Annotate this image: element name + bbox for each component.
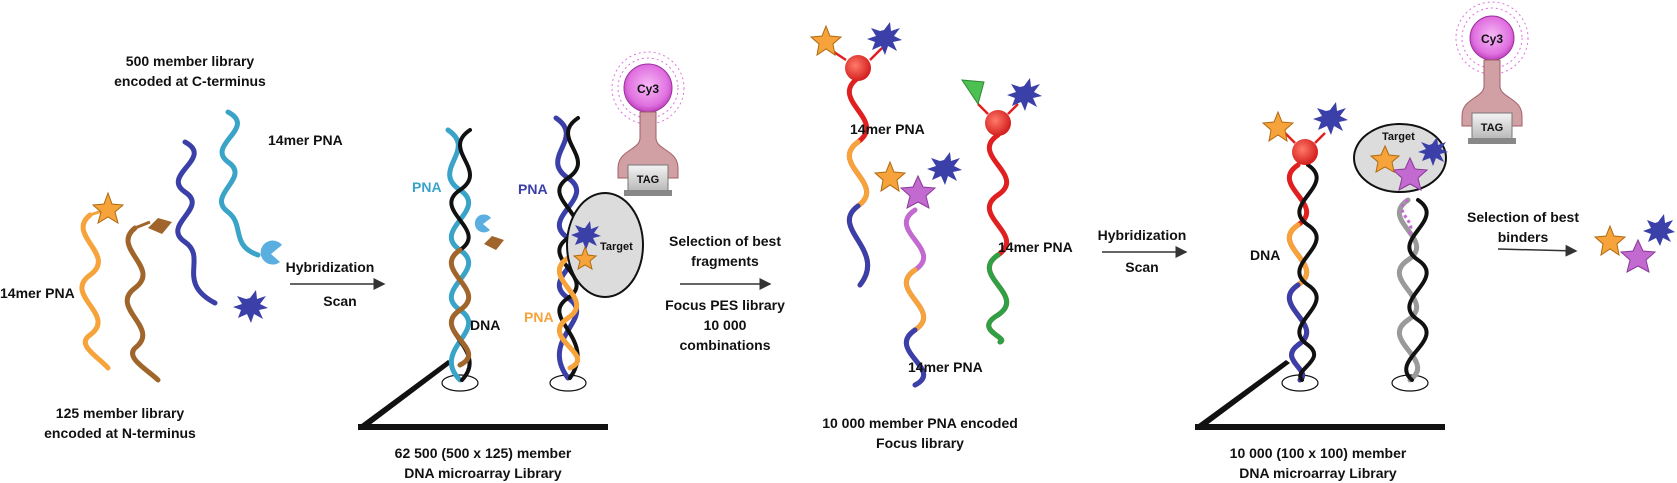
pna-label-cyan: PNA: [412, 179, 442, 195]
result-orange-star-icon: [1593, 224, 1627, 257]
dna-strand-left-1: [445, 127, 471, 383]
c-library-line2: encoded at C-terminus: [114, 73, 266, 89]
result-blue-starburst-icon: [1643, 214, 1675, 246]
result-line2: binders: [1498, 229, 1549, 245]
tag-label-panel4: TAG: [1481, 122, 1503, 134]
brown-diamond-fragment-icon: [148, 218, 172, 234]
cy3-label-panel4: Cy3: [1481, 32, 1503, 46]
p4-bound-blue-starburst-icon: [1418, 137, 1448, 166]
pna-label-blue: PNA: [518, 181, 548, 197]
pacman-fragment-icon: [260, 240, 282, 265]
p4-dna-strand-right-1: [1397, 197, 1420, 383]
orange-star-fragment-icon: [91, 191, 125, 225]
n-library-line1: 125 member library: [56, 405, 185, 421]
brown-diamond-small-icon: [484, 236, 504, 250]
p4-target-protein: [1353, 123, 1447, 193]
arrow2-line3: Focus PES library: [665, 297, 785, 313]
orange-pna-strand: [79, 212, 111, 371]
dna-brown-segment: [449, 247, 471, 368]
p4-bound-orange-star-icon: [1369, 144, 1401, 173]
panel2-caption-line1: 62 500 (500 x 125) member: [395, 445, 572, 461]
microarray-slide-base-left: [358, 424, 608, 430]
microarray-slide-base-right: [1195, 424, 1445, 430]
magenta-star-icon-1: [899, 174, 937, 209]
microarray-slide-left: [360, 360, 452, 428]
arrow3-line1: Hybridization: [1098, 227, 1187, 243]
panel2-caption-line2: DNA microarray Library: [404, 465, 562, 481]
pna-label-top: 14mer PNA: [268, 132, 343, 148]
panel4-caption-line2: DNA microarray Library: [1239, 465, 1397, 481]
pna-label-left: 14mer PNA: [0, 285, 75, 301]
arrow3-line2: Scan: [1125, 259, 1158, 275]
arrow2-line1: Selection of best: [669, 233, 781, 249]
blue-starburst-fragment-icon: [233, 290, 268, 323]
arrow-1-hybridization: Hybridization Scan: [286, 259, 386, 309]
blue-starburst-icon-3: [1007, 78, 1042, 111]
pna-label-orange: PNA: [524, 309, 554, 325]
dna-label-panel4: DNA: [1250, 247, 1280, 263]
blue-pna-strand: [175, 139, 218, 306]
result-line1: Selection of best: [1467, 209, 1579, 225]
p4-blue-starburst-icon: [1313, 102, 1348, 135]
brown-pna-strand: [124, 225, 161, 383]
p4-bound-magenta-star-icon: [1391, 156, 1429, 191]
panel-1-libraries: 500 member library encoded at C-terminus…: [0, 53, 343, 441]
pacman-fragment-small-icon: [474, 214, 491, 233]
panel3-caption-line2: Focus library: [876, 435, 964, 451]
tag-label-panel2: TAG: [637, 174, 659, 186]
focus-pna-label-1: 14mer PNA: [850, 121, 925, 137]
arrow-2-selection: Selection of best fragments Focus PES li…: [665, 233, 785, 353]
arrow2-line5: combinations: [679, 337, 770, 353]
cyan-pna-strand: [219, 109, 261, 258]
blue-starburst-bound-icon: [571, 221, 601, 250]
panel4-caption-line1: 10 000 (100 x 100) member: [1230, 445, 1407, 461]
orange-star-bound-icon: [572, 245, 598, 271]
result-best-binders: Selection of best binders: [1467, 209, 1675, 273]
target-label-panel2: Target: [600, 241, 633, 253]
p4-dna-strand-right-2: [1404, 198, 1429, 382]
focus-pna-label-2: 14mer PNA: [998, 239, 1073, 255]
orange-star-icon-1: [809, 24, 843, 57]
target-label-panel4: Target: [1382, 131, 1415, 143]
arrow-3-hybridization: Hybridization Scan: [1098, 227, 1188, 275]
panel-4-dna-microarray: DNA Target Cy3 TAG 10 000 (100 x 100) me…: [1195, 1, 1529, 481]
arrow1-line2: Scan: [323, 293, 356, 309]
c-library-line1: 500 member library: [126, 53, 255, 69]
arrow1-line1: Hybridization: [286, 259, 375, 275]
green-triangle-fragment-icon: [961, 79, 985, 106]
panel-3-focus-library: 14mer PNA 14mer PNA 14mer PNA 10 000 mem…: [809, 22, 1073, 451]
n-library-line2: encoded at N-terminus: [44, 425, 196, 441]
dna-orange-segment: [557, 255, 580, 371]
panel-2-dna-microarray: PNA DNA PNA PNA Target Cy3 TAG 62 500 (5…: [358, 51, 685, 481]
p4-orange-star-icon: [1261, 110, 1295, 143]
arrow2-line4: 10 000: [704, 317, 747, 333]
cy3-label-panel2: Cy3: [637, 82, 659, 96]
microarray-slide-right: [1197, 360, 1290, 428]
result-magenta-star-icon: [1619, 238, 1657, 273]
panel3-caption-line1: 10 000 member PNA encoded: [822, 415, 1018, 431]
target-protein: [566, 192, 644, 298]
p4-cy3-antibody-probe: Cy3 TAG: [1455, 1, 1529, 144]
blue-starburst-icon-1: [867, 22, 902, 55]
dna-label-panel2: DNA: [470, 317, 500, 333]
orange-star-icon-2: [873, 160, 907, 193]
p4-dna-strand-left-2: [1297, 163, 1319, 382]
focus-pna-label-3: 14mer PNA: [908, 359, 983, 375]
cy3-antibody-probe: Cy3 TAG: [611, 51, 685, 196]
blue-starburst-icon-2: [927, 152, 962, 185]
arrow2-line2: fragments: [691, 253, 759, 269]
